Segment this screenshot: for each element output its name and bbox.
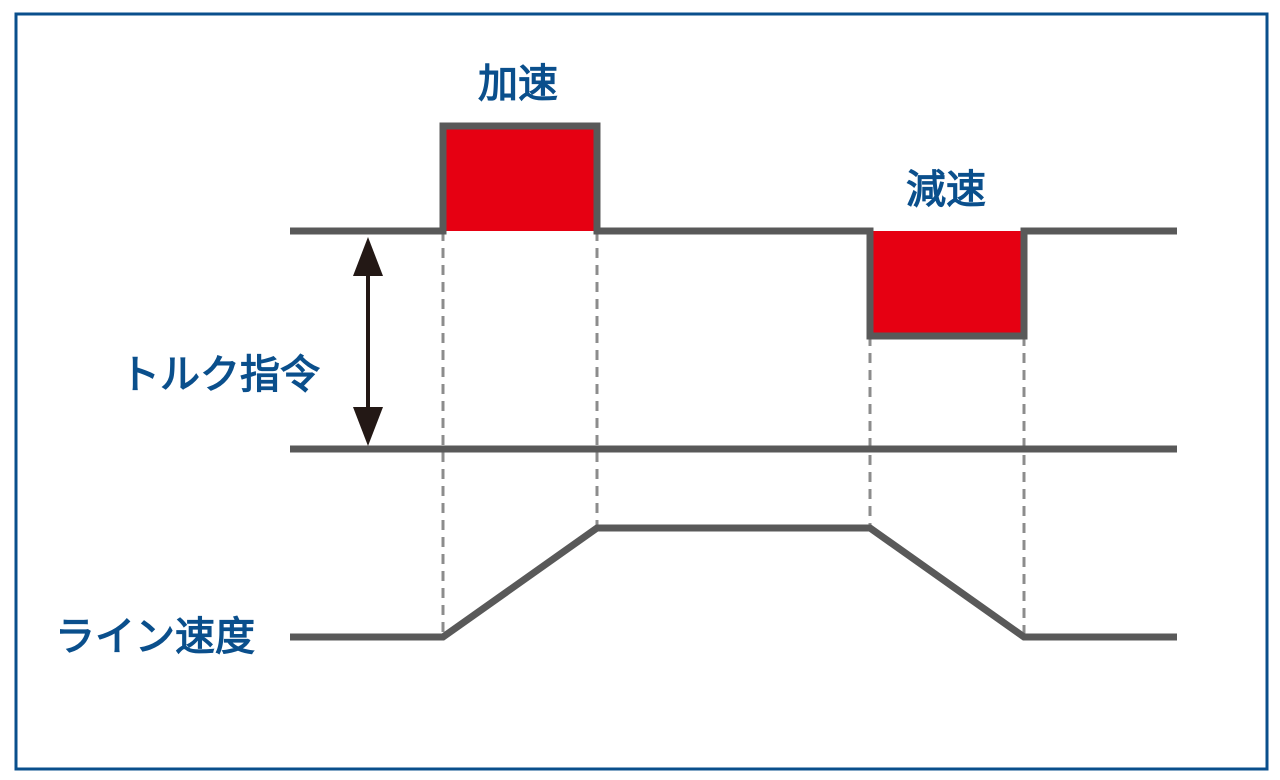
line-speed-signal [290, 524, 1177, 641]
acceleration-torque-area [443, 126, 597, 231]
acceleration-label: 加速 [478, 61, 558, 107]
deceleration-label: 減速 [906, 167, 986, 213]
diagram-frame [14, 12, 1269, 771]
double-arrow-icon [353, 237, 383, 446]
torque-command-label: トルク指令 [120, 352, 320, 398]
line-speed-label: ライン速度 [55, 614, 255, 660]
torque-command-signal [290, 122, 1177, 340]
deceleration-torque-area [870, 231, 1024, 336]
